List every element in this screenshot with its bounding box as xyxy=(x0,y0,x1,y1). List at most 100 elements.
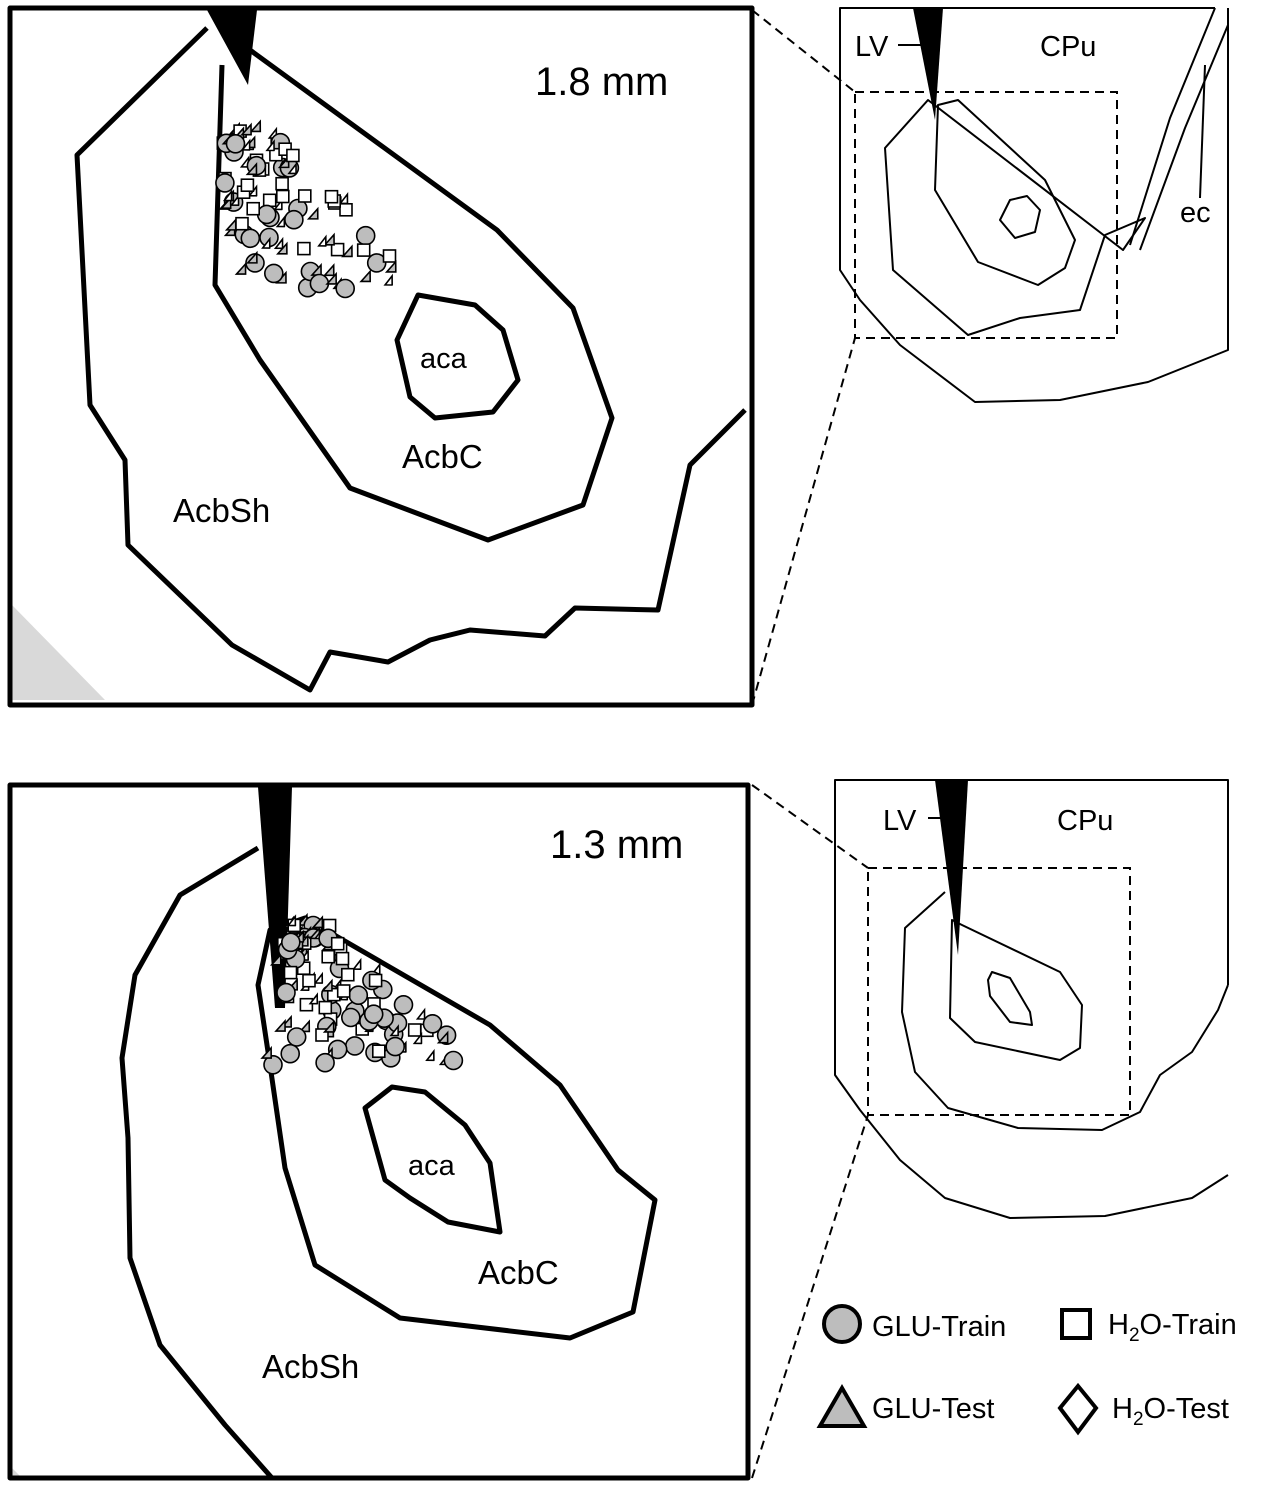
frame-bottom xyxy=(7,782,751,1481)
glu-train-marker xyxy=(443,1050,464,1071)
glu-train-marker xyxy=(263,263,284,284)
commissure-contour-bottom xyxy=(362,1084,503,1235)
h2o-test-marker xyxy=(338,191,349,205)
h2o-test-marker xyxy=(273,236,284,250)
h2o-test-marker xyxy=(275,215,286,228)
h2o-test-marker xyxy=(317,234,327,247)
legend-item-glu-train: GLU-Train xyxy=(822,1304,1006,1344)
overview-cannula-bottom xyxy=(935,780,968,955)
h2o-train-marker xyxy=(246,201,260,216)
glu-test-marker xyxy=(245,162,258,176)
overview-cpu-label-top: CPu xyxy=(1040,31,1096,63)
h2o-test-marker xyxy=(412,1031,423,1045)
h2o-train-marker xyxy=(330,936,345,951)
glu-test-marker xyxy=(246,250,258,264)
glu-test-marker xyxy=(260,1045,272,1059)
diamond-icon xyxy=(1057,1382,1099,1436)
h2o-train-marker xyxy=(336,984,351,998)
glu-train-marker xyxy=(348,985,369,1006)
triangle-icon xyxy=(816,1384,868,1428)
legend-item-glu-test: GLU-Test xyxy=(816,1384,994,1428)
overview-outline-bottom xyxy=(834,779,1229,1219)
overview-capsule-pointer xyxy=(1199,64,1206,199)
glu-test-marker xyxy=(322,263,335,277)
glu-test-marker xyxy=(359,269,371,283)
square-icon xyxy=(1060,1308,1092,1340)
zoom-line-top-lower xyxy=(751,337,856,706)
h2o-train-marker xyxy=(356,243,371,257)
h2o-train-marker xyxy=(240,178,255,192)
zoom-line-top-upper xyxy=(751,9,856,93)
legend-label-glu-test: GLU-Test xyxy=(872,1393,994,1425)
commissure-label-bottom: aca xyxy=(408,1150,456,1182)
glu-train-marker xyxy=(256,204,277,225)
glu-train-marker xyxy=(327,1039,348,1060)
h2o-train-marker xyxy=(321,949,336,964)
glu-test-marker xyxy=(306,206,319,220)
h2o-train-marker xyxy=(371,1044,386,1058)
h2o-test-marker xyxy=(313,971,324,984)
enlarged-section-bottom: 1.3 mm AcbSh AcbC aca xyxy=(7,782,751,1481)
glu-test-marker xyxy=(321,978,333,992)
h2o-train-marker xyxy=(299,997,314,1012)
glu-test-marker xyxy=(224,217,237,231)
glu-test-marker xyxy=(341,244,353,258)
shell-contour-top xyxy=(74,26,747,693)
panel-top: 1.8 mm AcbSh AcbC aca LV CPu ec xyxy=(7,5,1229,708)
glu-train-marker xyxy=(240,228,261,249)
core-label-top: AcbC xyxy=(402,438,483,475)
glu-test-marker xyxy=(325,271,337,285)
overview-capsule-top xyxy=(1129,7,1229,251)
legend-item-h2o-train: H2O-Train xyxy=(1060,1308,1237,1346)
core-contour-bottom xyxy=(255,915,658,1341)
h2o-train-marker xyxy=(297,189,312,203)
h2o-train-marker xyxy=(275,189,290,204)
shell-label-top: AcbSh xyxy=(173,492,270,529)
glu-test-marker xyxy=(249,119,262,133)
glu-test-marker xyxy=(274,1018,286,1032)
legend-label-glu-train: GLU-Train xyxy=(872,1311,1006,1343)
h2o-test-marker xyxy=(286,914,297,927)
glu-train-marker xyxy=(276,982,296,1003)
glu-train-marker xyxy=(393,994,414,1015)
glu-train-marker xyxy=(286,1027,307,1047)
glu-test-marker xyxy=(384,259,397,273)
h2o-train-marker xyxy=(318,1000,333,1015)
zoom-line-bottom-upper xyxy=(751,784,869,869)
glu-test-marker xyxy=(323,232,335,246)
h2o-train-marker xyxy=(302,973,316,988)
overview-core-top xyxy=(934,99,1076,286)
h2o-train-marker xyxy=(283,965,298,980)
glu-train-marker xyxy=(280,1043,301,1064)
level-label-top: 1.8 mm xyxy=(535,60,668,104)
overview-aca-bottom xyxy=(987,971,1033,1026)
overview-section-top: LV CPu ec xyxy=(839,7,1229,403)
h2o-test-marker xyxy=(265,139,275,152)
h2o-train-marker xyxy=(368,973,383,988)
tissue-shade-top xyxy=(12,605,105,700)
h2o-test-marker xyxy=(415,1007,426,1020)
h2o-train-marker xyxy=(235,216,249,231)
overview-zoom-box-bottom xyxy=(867,867,1131,1116)
h2o-test-marker xyxy=(308,992,319,1005)
glu-train-marker xyxy=(225,134,246,154)
overview-shell-top xyxy=(884,99,1146,336)
glu-test-marker xyxy=(311,915,324,929)
h2o-train-marker xyxy=(297,241,311,256)
legend-label-h2o-test: H2O-Test xyxy=(1112,1393,1229,1430)
h2o-train-marker xyxy=(335,951,350,966)
h2o-test-marker xyxy=(383,273,393,286)
h2o-test-marker xyxy=(240,138,251,151)
legend-label-h2o-train: H2O-Train xyxy=(1108,1309,1237,1346)
legend: GLU-Train H2O-Train GLU-Test H2O-Test xyxy=(816,1304,1237,1436)
glu-train-marker xyxy=(385,1036,406,1057)
overview-lv-label-top: LV xyxy=(855,31,889,63)
marker-cluster-top xyxy=(215,119,397,299)
h2o-train-marker xyxy=(324,189,339,204)
overview-shell-bottom xyxy=(901,891,1229,1131)
core-label-bottom: AcbC xyxy=(478,1254,559,1291)
level-label-bottom: 1.3 mm xyxy=(550,823,683,867)
h2o-test-marker xyxy=(425,1048,435,1062)
frame-top xyxy=(7,5,755,708)
